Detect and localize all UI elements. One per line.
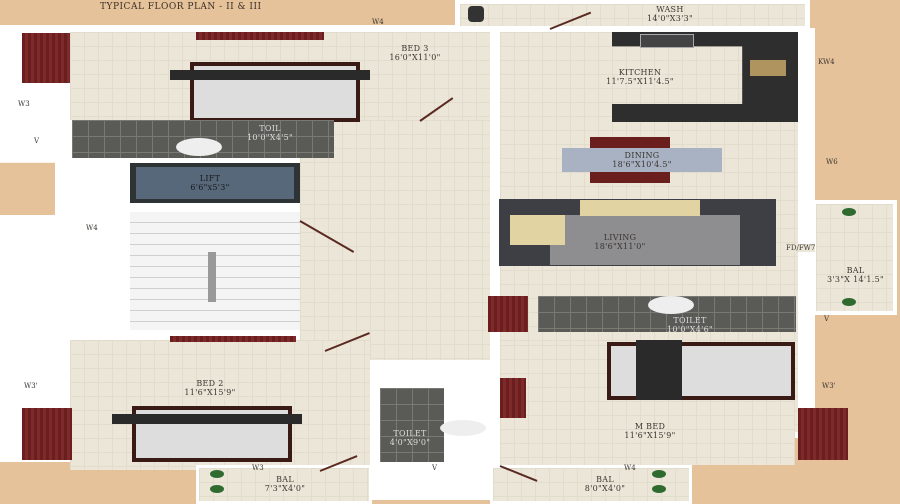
- plan-title: TYPICAL FLOOR PLAN - II & III: [100, 2, 262, 12]
- opening-fd-fw7: FD/FW7: [786, 244, 816, 252]
- opening-kw4: KW4: [818, 58, 835, 66]
- mbed-floor: [500, 345, 795, 465]
- bed-blanket: [170, 70, 370, 80]
- wardrobe: [798, 408, 848, 460]
- balcony-bottom-left: [196, 465, 372, 504]
- sink-icon: [750, 60, 786, 76]
- dining-table: [562, 148, 722, 172]
- plant-icon: [210, 470, 224, 478]
- bed-blanket: [636, 340, 682, 400]
- sofa: [580, 200, 700, 216]
- opening-v-left: V: [34, 137, 40, 145]
- opening-w3-right: W3': [822, 382, 836, 390]
- wc-icon: [440, 420, 486, 436]
- opening-w4-top: W4: [372, 18, 384, 26]
- opening-w4-left: W4: [86, 224, 98, 232]
- stair-handrail: [208, 252, 216, 302]
- balcony-right-floor: [816, 204, 893, 311]
- wardrobe: [500, 378, 526, 418]
- living-rug: [550, 215, 740, 265]
- opening-w4-bal: W4: [624, 464, 636, 472]
- wc-icon: [176, 138, 222, 156]
- opening-v-right: V: [824, 315, 830, 323]
- plant-icon: [652, 470, 666, 478]
- wc-icon: [648, 296, 694, 314]
- plant-icon: [652, 485, 666, 493]
- wardrobe: [22, 33, 70, 83]
- wardrobe: [196, 32, 324, 40]
- wash-floor: [460, 4, 805, 26]
- armchair: [510, 215, 565, 245]
- toilet-bottom: [380, 388, 444, 462]
- plant-icon: [842, 208, 856, 216]
- opening-w6: W6: [826, 158, 838, 166]
- opening-w3-left-top: W3: [18, 100, 30, 108]
- opening-v-bottom: V: [432, 464, 438, 472]
- bed-blanket: [112, 414, 302, 424]
- wardrobe: [488, 296, 528, 332]
- opening-w3-left-bottom: W3': [24, 382, 38, 390]
- wardrobe: [22, 408, 72, 460]
- opening-w3-bal: W3: [252, 464, 264, 472]
- lift-car: [136, 167, 294, 199]
- stove-icon: [640, 34, 694, 48]
- wardrobe: [170, 336, 296, 342]
- washing-machine-icon: [468, 6, 484, 22]
- plant-icon: [210, 485, 224, 493]
- plant-icon: [842, 298, 856, 306]
